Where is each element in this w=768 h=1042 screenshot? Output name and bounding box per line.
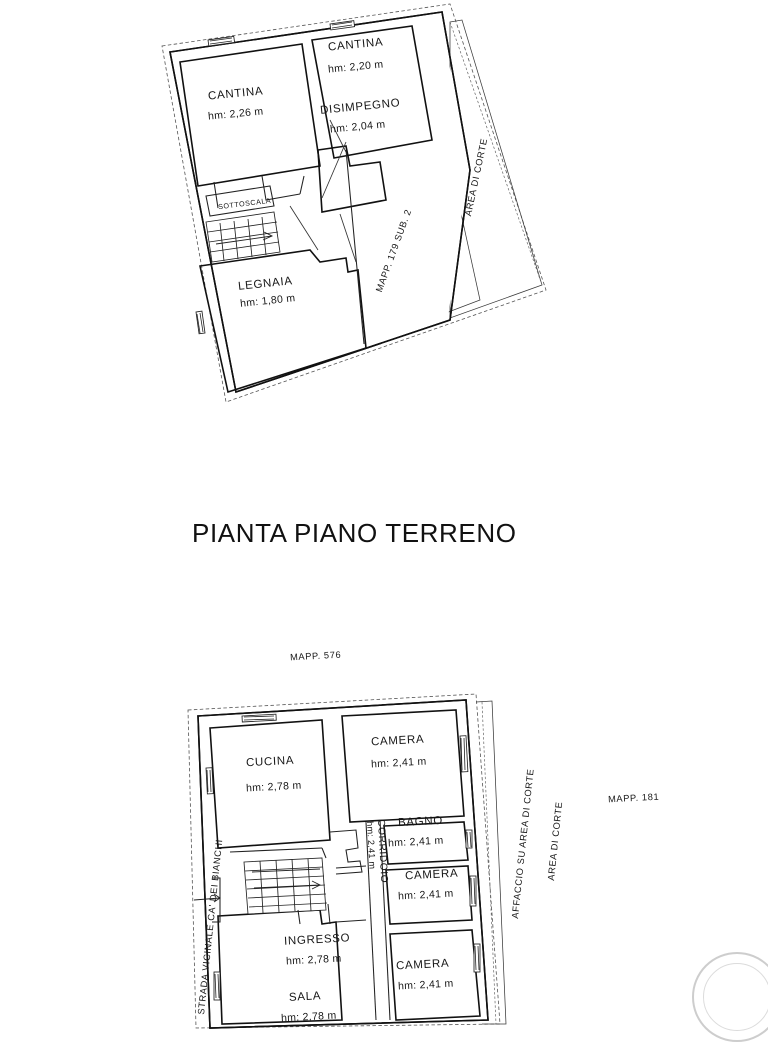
- lower-label-mapp-576: MAPP. 576: [289, 649, 342, 663]
- round-stamp-seal: [692, 952, 768, 1042]
- lower-label-area-di-corte: AREA DI CORTE: [546, 800, 565, 882]
- lower-room-name-cucina: CUCINA: [245, 754, 295, 770]
- lower-room-name-sala: SALA: [288, 990, 322, 1004]
- lower-label-mapp-181: MAPP. 181: [607, 791, 660, 805]
- lower-room-name-bagno: BAGNO: [397, 814, 444, 830]
- lower-plan-drawing: [187, 693, 507, 1029]
- upper-plan-drawing: [161, 3, 547, 403]
- page-title: PIANTA PIANO TERRENO: [192, 518, 517, 548]
